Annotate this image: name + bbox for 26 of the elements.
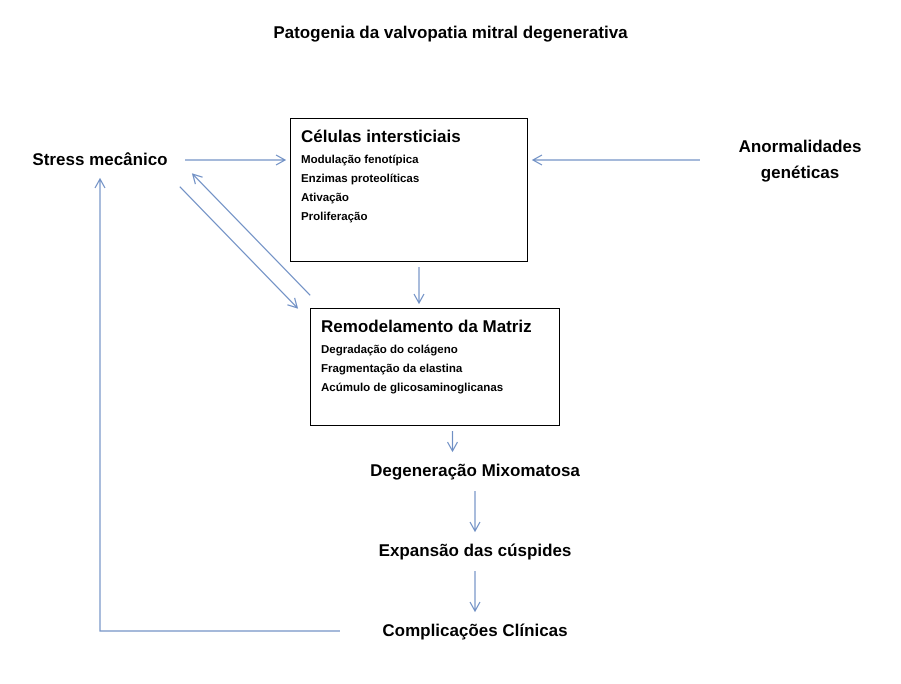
node-label: Degeneração Mixomatosa — [345, 456, 605, 486]
list-item: Fragmentação da elastina — [321, 362, 464, 377]
arrow — [94, 178, 340, 632]
arrow — [192, 174, 311, 296]
list-item: Modulação fenotípica — [301, 153, 420, 168]
list-item: Ativação — [301, 191, 350, 206]
arrow — [469, 571, 481, 612]
node-label: Expansão das cúspides — [365, 536, 585, 566]
node-label: Anormalidades genéticas — [705, 134, 895, 186]
box-heading: Células intersticiais — [301, 126, 462, 148]
list-item: Enzimas proteolíticas — [301, 172, 420, 187]
diagram-title: Patogenia da valvopatia mitral degenerativa — [272, 22, 629, 44]
process-box — [310, 308, 560, 426]
box-heading: Remodelamento da Matriz — [321, 316, 533, 338]
arrow — [185, 154, 286, 166]
list-item: Degradação do colágeno — [321, 343, 459, 358]
list-item: Acúmulo de glicosaminoglicanas — [321, 381, 504, 396]
arrow — [179, 186, 298, 308]
node-label: Stress mecânico — [20, 146, 180, 174]
arrow — [469, 491, 481, 532]
node-label: Complicações Clínicas — [345, 616, 605, 646]
arrow — [413, 267, 425, 304]
list-item: Proliferação — [301, 210, 368, 225]
arrow — [532, 154, 700, 166]
arrow — [446, 431, 458, 452]
process-box — [290, 118, 528, 262]
